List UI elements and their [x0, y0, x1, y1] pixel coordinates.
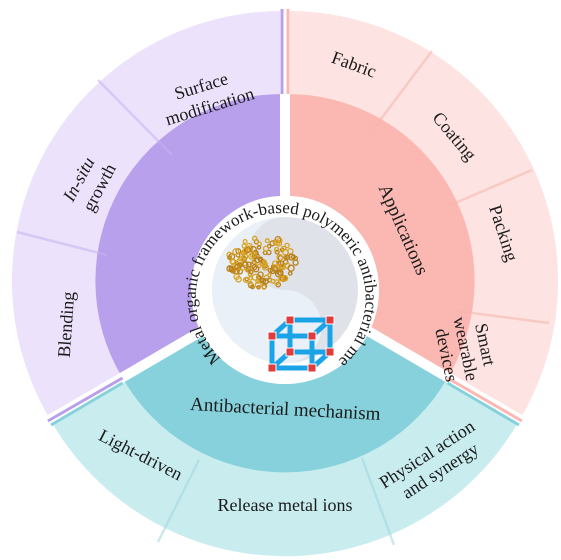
- cluster-particle: [252, 265, 260, 273]
- cluster-particle: [237, 262, 243, 269]
- mid-wedge-antibacterial: [122, 326, 448, 473]
- cluster-particle: [292, 255, 299, 261]
- cluster-particle: [242, 238, 248, 245]
- mid-wedge-modification: [95, 93, 285, 378]
- cluster-particle: [226, 265, 234, 273]
- outer-wedge-modification: [11, 10, 286, 420]
- cluster-particle: [258, 256, 264, 262]
- cluster-particle: [242, 276, 249, 284]
- cluster-particle: [256, 274, 262, 280]
- cluster-particle: [245, 261, 252, 268]
- cluster-particle: [267, 272, 272, 278]
- cluster-particle: [241, 243, 247, 249]
- cluster-particle: [242, 261, 249, 269]
- mof-cube-icon: [267, 315, 335, 373]
- outer-wedge-antibacterial: [50, 378, 520, 557]
- mid-wedge-applications: [285, 93, 475, 378]
- cluster-particle: [227, 255, 232, 260]
- cluster-particle: [274, 249, 280, 255]
- cluster-particle: [247, 280, 254, 287]
- cluster-particle: [229, 258, 236, 265]
- cluster-particle: [261, 284, 267, 290]
- cluster-particle: [287, 264, 295, 272]
- outer-item-blending: Blending: [54, 291, 79, 358]
- cluster-particle: [250, 284, 255, 290]
- cluster-particle: [285, 254, 291, 260]
- cluster-particle: [248, 253, 255, 260]
- cluster-particle: [264, 238, 270, 244]
- cluster-particle: [284, 242, 290, 249]
- cluster-particle: [262, 259, 267, 265]
- cluster-particle: [261, 260, 268, 268]
- cluster-particle: [232, 248, 240, 256]
- outer-item-release-metal-ions: Release metal ions: [218, 495, 353, 515]
- cluster-particle: [276, 237, 283, 244]
- cluster-particle: [248, 269, 254, 275]
- cluster-particle: [276, 269, 284, 276]
- cluster-particle: [256, 245, 262, 250]
- section-separators: [45, 9, 525, 427]
- cluster-particle: [280, 245, 287, 252]
- cluster-particle: [282, 259, 289, 265]
- cluster-particle: [241, 253, 249, 261]
- cluster-particle: [276, 254, 284, 261]
- cluster-particle: [262, 245, 270, 252]
- cluster-particle: [273, 246, 280, 253]
- cluster-particle: [266, 249, 272, 256]
- cluster-particle: [278, 264, 284, 270]
- outer-wedge-applications: [285, 10, 559, 420]
- cluster-particle: [251, 264, 258, 271]
- cluster-particle: [281, 274, 289, 282]
- cluster-particle: [273, 279, 280, 286]
- cluster-particle: [254, 281, 262, 289]
- cluster-particle: [248, 276, 253, 281]
- nanoparticle-cluster-icon: [226, 235, 299, 290]
- cluster-particle: [271, 265, 279, 273]
- cluster-particle: [249, 251, 257, 259]
- cluster-particle: [256, 285, 261, 290]
- cluster-particle: [251, 235, 258, 242]
- cluster-particle: [226, 251, 233, 258]
- cluster-particle: [233, 273, 240, 280]
- outer-subdividers: [16, 50, 550, 546]
- cluster-particle: [259, 277, 265, 283]
